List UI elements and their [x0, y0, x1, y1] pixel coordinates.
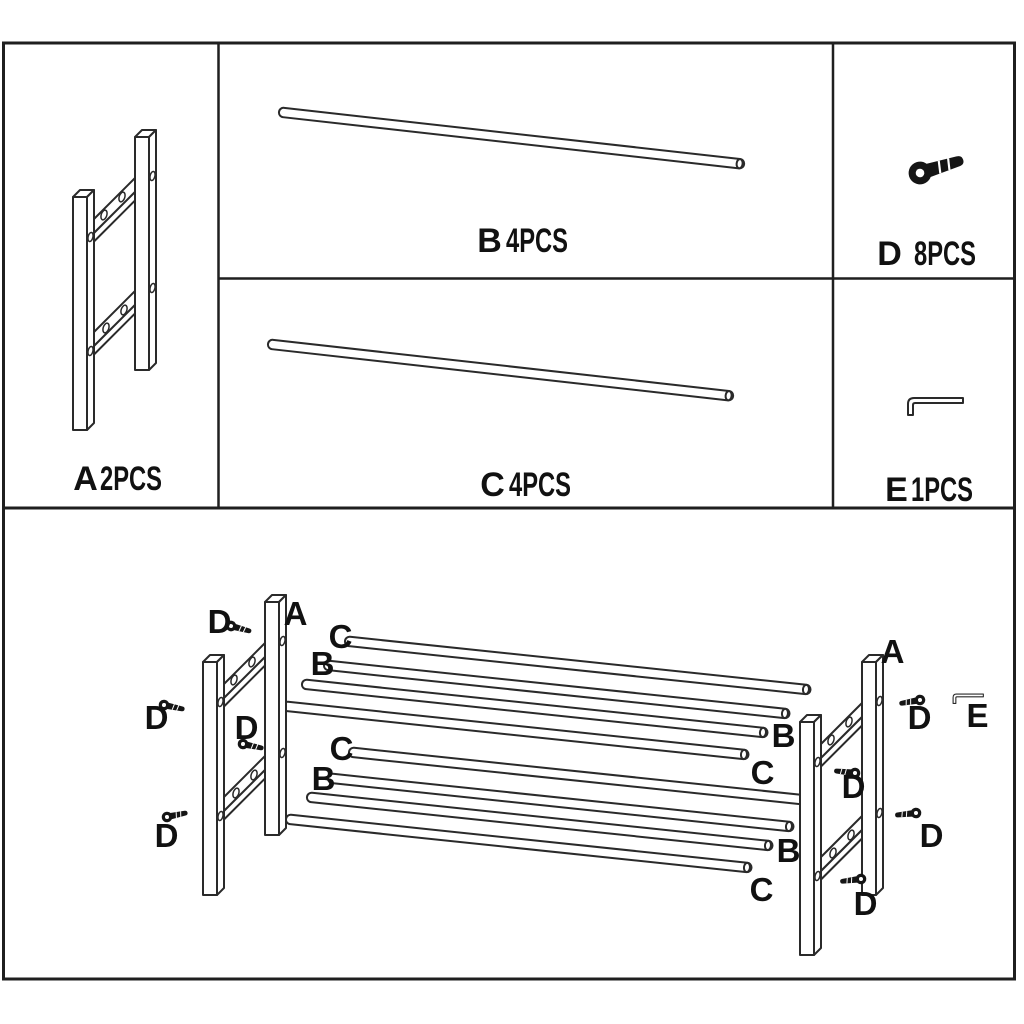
part-e-count: 1PCS [911, 471, 973, 509]
callout-hex-key-e: E [966, 697, 987, 734]
callout-rod-c: C [330, 730, 353, 767]
part-d-count: 8PCS [914, 235, 976, 273]
callout-screw-d: D [842, 768, 865, 805]
callout-screw-d: D [208, 603, 231, 640]
part-c-count: 4PCS [509, 466, 571, 504]
callout-rod-b: B [772, 717, 795, 754]
callout-rod-c: C [751, 754, 774, 791]
callout-rod-c: C [329, 618, 352, 655]
parts-grid [2, 41, 1016, 981]
callout-rod-b: B [777, 832, 800, 869]
callout-rod-b: B [311, 645, 334, 682]
callout-frame-a-left: A [284, 595, 307, 632]
part-e-letter: E [885, 471, 907, 509]
callout-screw-d: D [854, 885, 877, 922]
callout-rod-b: B [312, 760, 335, 797]
assembly-view: A A C B C B B C B C D D D D D D D D E [145, 594, 989, 956]
callout-frame-a-right: A [881, 633, 904, 670]
callout-screw-d: D [155, 817, 178, 854]
parts-cell-d: D 8PCS [877, 147, 976, 273]
parts-cell-e: E 1PCS [885, 397, 973, 509]
callout-screw-d: D [235, 709, 258, 746]
parts-cell-c: C 4PCS [266, 338, 735, 504]
part-a-count: 2PCS [100, 460, 162, 498]
callout-screw-d: D [145, 699, 168, 736]
parts-cell-a: A 2PCS [72, 129, 162, 498]
part-c-letter: C [480, 466, 504, 504]
part-b-count: 4PCS [506, 222, 568, 260]
callout-screw-d: D [920, 817, 943, 854]
part-b-letter: B [477, 222, 501, 260]
part-d-letter: D [877, 235, 901, 273]
part-a-letter: A [73, 460, 97, 498]
parts-cell-b: B 4PCS [277, 106, 746, 260]
callout-rod-c: C [750, 871, 773, 908]
callout-screw-d: D [908, 699, 931, 736]
